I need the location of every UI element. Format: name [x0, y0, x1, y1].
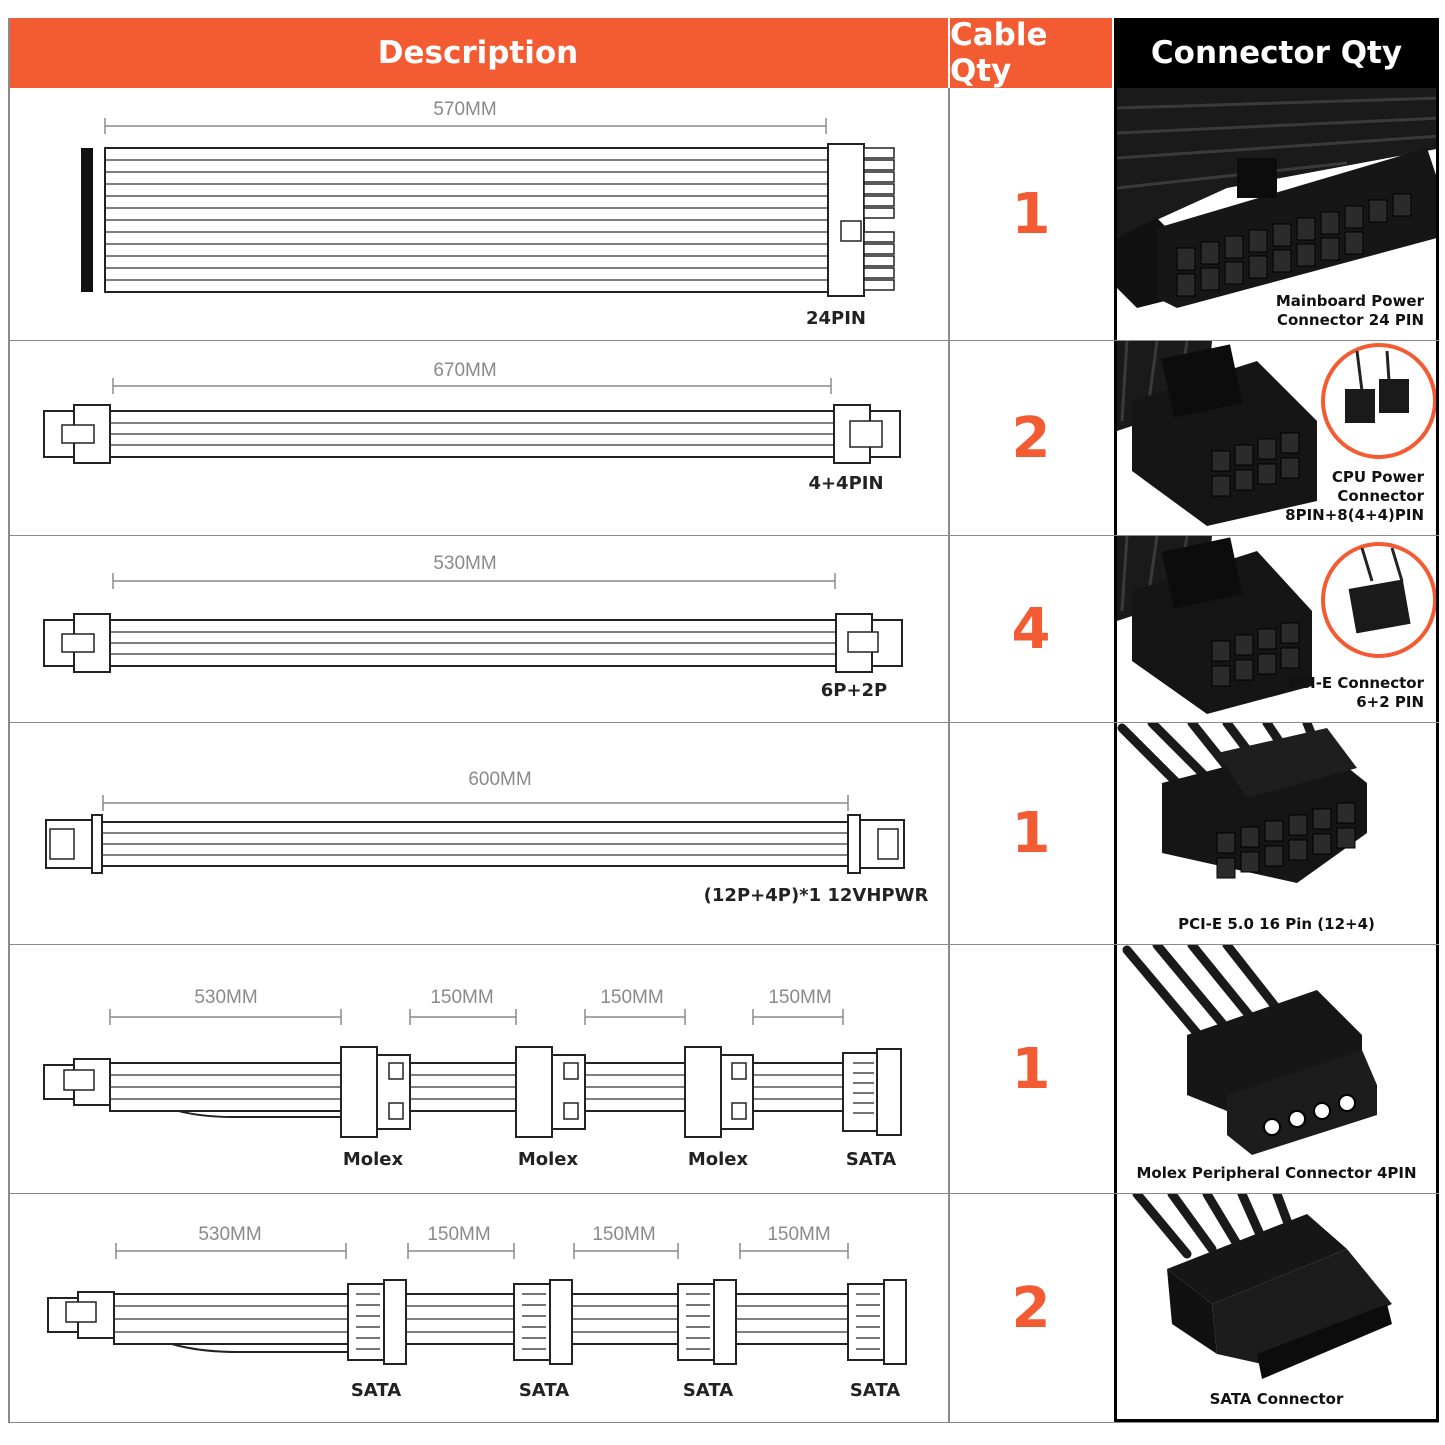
- caption-line: Mainboard Power: [1275, 292, 1424, 310]
- caption-line: Connector 24 PIN: [1276, 311, 1424, 329]
- connector-label: 6P+2P: [821, 680, 888, 701]
- connector-label: SATA: [351, 1380, 401, 1401]
- connector-label: Molex: [688, 1149, 749, 1170]
- cable-qty: 1: [1011, 1036, 1051, 1102]
- cable-diagram: 530MM 6P+2P: [8, 536, 948, 722]
- length-label: 150MM: [592, 1224, 655, 1245]
- cable-spec-table: Description Cable Qty Connector Qty 570M…: [8, 17, 1439, 1423]
- header-connector-qty: Connector Qty: [1114, 18, 1439, 88]
- cable-diagram: 600MM (12P+4P)*1 12VHPWR: [8, 723, 948, 944]
- length-label: 570MM: [433, 99, 496, 120]
- table-row: 600MM (12P+4P)*1 12VHPWR 1: [8, 723, 1439, 945]
- length-label: 530MM: [433, 553, 496, 574]
- molex-connector-photo: Molex Peripheral Connector 4PIN: [1114, 945, 1439, 1193]
- table-row: 530MM 150MM 150MM 150MM: [8, 1194, 1439, 1423]
- caption-line: Molex Peripheral Connector 4PIN: [1136, 1164, 1417, 1182]
- length-label: 150MM: [768, 987, 831, 1008]
- connector-label: (12P+4P)*1 12VHPWR: [704, 885, 929, 906]
- connector-label: SATA: [519, 1380, 569, 1401]
- length-label: 600MM: [468, 769, 531, 790]
- cable-qty: 1: [1011, 801, 1051, 866]
- caption-line: PCI-E Connector: [1288, 674, 1424, 692]
- connector-label: 4+4PIN: [808, 473, 883, 494]
- sata-connector-photo: SATA Connector: [1114, 1194, 1439, 1422]
- length-label: 150MM: [427, 1224, 490, 1245]
- caption-line: CPU Power: [1331, 468, 1424, 486]
- caption-line: 8PIN+8(4+4)PIN: [1285, 506, 1424, 524]
- connector-label: 24PIN: [806, 308, 866, 329]
- connector-label: SATA: [846, 1149, 896, 1170]
- length-label: 150MM: [767, 1224, 830, 1245]
- atx-24pin-connector-photo: Mainboard Power Connector 24 PIN: [1114, 88, 1439, 340]
- caption-line: 6+2 PIN: [1356, 693, 1424, 711]
- cable-diagram: 530MM 150MM 150MM 150MM: [8, 945, 948, 1193]
- table-row: 670MM 4+4PIN 2: [8, 341, 1439, 536]
- caption-line: PCI-E 5.0 16 Pin (12+4): [1178, 915, 1375, 933]
- cable-qty: 4: [1011, 596, 1051, 662]
- cable-qty: 1: [1011, 181, 1051, 247]
- length-label: 150MM: [430, 987, 493, 1008]
- caption-line: SATA Connector: [1209, 1390, 1344, 1408]
- connector-label: SATA: [850, 1380, 900, 1401]
- length-label: 530MM: [198, 1224, 261, 1245]
- header-cable-qty: Cable Qty: [950, 17, 1112, 89]
- table-row: 530MM 6P+2P 4: [8, 536, 1439, 723]
- table-row: 570MM: [8, 88, 1439, 341]
- table-border-left: [8, 18, 10, 1423]
- cpu-8pin-connector-photo: CPU Power Connector 8PIN+8(4+4)PIN: [1114, 341, 1439, 535]
- cable-diagram: 570MM: [8, 88, 948, 340]
- length-label: 670MM: [433, 360, 496, 381]
- cable-diagram: 670MM 4+4PIN: [8, 341, 948, 535]
- cable-qty: 2: [1011, 1275, 1051, 1341]
- pcie-8pin-connector-photo: PCI-E Connector 6+2 PIN: [1114, 536, 1439, 722]
- cable-diagram: 530MM 150MM 150MM 150MM: [8, 1194, 948, 1422]
- column-divider: [948, 88, 950, 1423]
- length-label: 150MM: [600, 987, 663, 1008]
- connector-label: Molex: [343, 1149, 404, 1170]
- table-row: 530MM 150MM 150MM 150MM: [8, 945, 1439, 1194]
- connector-label: Molex: [518, 1149, 579, 1170]
- length-label: 530MM: [194, 987, 257, 1008]
- 12vhpwr-connector-photo: PCI-E 5.0 16 Pin (12+4): [1114, 723, 1439, 944]
- cable-qty: 2: [1011, 405, 1051, 471]
- caption-line: Connector: [1337, 487, 1424, 505]
- header-description: Description: [8, 18, 948, 88]
- connector-label: SATA: [683, 1380, 733, 1401]
